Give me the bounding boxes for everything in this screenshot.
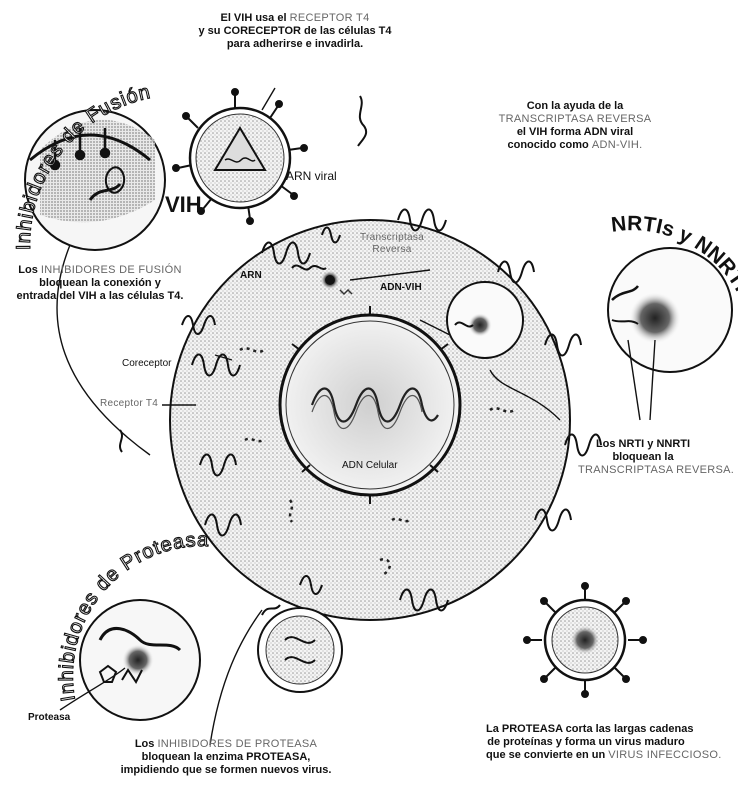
caption-line: bloquean la: [578, 451, 708, 464]
reverse-transcription-inset: [447, 282, 523, 358]
caption-line: de proteínas y forma un virus maduro: [486, 736, 686, 749]
caption-text: entrada del VIH a las células T4.: [17, 290, 184, 302]
label-arn-viral: ARN viral: [286, 170, 337, 183]
caption-highlight: INHIBIDORES DE FUSIÓN: [41, 264, 182, 276]
caption-line: bloquean la enzima PROTEASA,: [116, 751, 336, 764]
protease-inhibitor-inset: [80, 600, 200, 720]
caption-line: impidiendo que se formen nuevos virus.: [116, 764, 336, 777]
caption-text: que se convierte en un: [486, 749, 608, 761]
caption-text: La PROTEASA corta las largas cadenas: [486, 723, 693, 735]
label-coreceptor: Coreceptor: [122, 358, 171, 370]
caption-nrti: Los NRTI y NNRTIbloquean laTRANSCRIPTASA…: [578, 438, 708, 477]
caption-text: Los: [135, 738, 158, 750]
caption-text: Con la ayuda de la: [527, 100, 624, 112]
caption-text: y su CORECEPTOR de las células T4: [199, 25, 392, 37]
label-vih: VIH: [165, 198, 202, 211]
caption-line: La PROTEASA corta las largas cadenas: [486, 723, 686, 736]
label-proteasa: Proteasa: [28, 712, 70, 724]
label-adn-celular: ADN Celular: [342, 460, 398, 472]
mature-virion: [524, 583, 646, 697]
caption-line: Los INHIBIDORES DE FUSIÓN: [12, 264, 188, 277]
caption-line: entrada del VIH a las células T4.: [12, 290, 188, 303]
caption-text: bloquean la enzima PROTEASA,: [142, 751, 311, 763]
caption-text: Los: [18, 264, 41, 276]
caption-line: TRANSCRIPTASA REVERSA: [490, 113, 660, 126]
caption-reverse-transcriptase: Con la ayuda de laTRANSCRIPTASA REVERSAe…: [490, 100, 660, 152]
caption-protease-mature: La PROTEASA corta las largas cadenasde p…: [486, 723, 686, 762]
caption-text: conocido como: [507, 139, 591, 151]
budding-virion: [258, 605, 342, 692]
caption-text: impidiendo que se formen nuevos virus.: [121, 764, 332, 776]
caption-line: TRANSCRIPTASA REVERSA.: [578, 464, 708, 477]
caption-line: el VIH forma ADN viral: [490, 126, 660, 139]
label-receptor-t4: Receptor T4: [100, 398, 158, 410]
caption-text: para adherirse e invadirla.: [227, 38, 363, 50]
caption-protease-inhibitors: Los INHIBIDORES DE PROTEASAbloquean la e…: [116, 738, 336, 777]
caption-text: de proteínas y forma un virus maduro: [487, 736, 684, 748]
caption-text: el VIH forma ADN viral: [517, 126, 633, 138]
caption-line: El VIH usa el RECEPTOR T4: [190, 12, 400, 25]
caption-highlight: TRANSCRIPTASA REVERSA.: [578, 464, 734, 476]
label-transcriptasa: Transcriptasa Reversa: [352, 232, 432, 256]
caption-fusion-inhibitors: Los INHIBIDORES DE FUSIÓNbloquean la con…: [12, 264, 188, 303]
caption-text: bloquean la conexión y: [39, 277, 161, 289]
caption-line: y su CORECEPTOR de las células T4: [190, 25, 400, 38]
caption-line: Los INHIBIDORES DE PROTEASA: [116, 738, 336, 751]
caption-line: Los NRTI y NNRTI: [578, 438, 708, 451]
caption-text: bloquean la: [612, 451, 673, 463]
caption-receptor: El VIH usa el RECEPTOR T4y su CORECEPTOR…: [190, 12, 400, 51]
caption-text: Los NRTI y NNRTI: [596, 438, 690, 450]
caption-line: bloquean la conexión y: [12, 277, 188, 290]
caption-highlight: ADN-VIH.: [592, 139, 643, 151]
caption-highlight: VIRUS INFECCIOSO.: [608, 749, 721, 761]
label-adn-vih: ADN-VIH: [380, 282, 422, 294]
label-arn: ARN: [240, 270, 262, 282]
caption-line: Con la ayuda de la: [490, 100, 660, 113]
caption-highlight: INHIBIDORES DE PROTEASA: [157, 738, 317, 750]
label-transcriptasa-1: Transcriptasa: [352, 232, 432, 244]
label-transcriptasa-2: Reversa: [352, 244, 432, 256]
caption-highlight: TRANSCRIPTASA REVERSA: [499, 113, 652, 125]
caption-line: que se convierte en un VIRUS INFECCIOSO.: [486, 749, 686, 762]
caption-highlight: RECEPTOR T4: [290, 12, 370, 24]
caption-text: El VIH usa el: [220, 12, 289, 24]
caption-line: para adherirse e invadirla.: [190, 38, 400, 51]
caption-line: conocido como ADN-VIH.: [490, 139, 660, 152]
